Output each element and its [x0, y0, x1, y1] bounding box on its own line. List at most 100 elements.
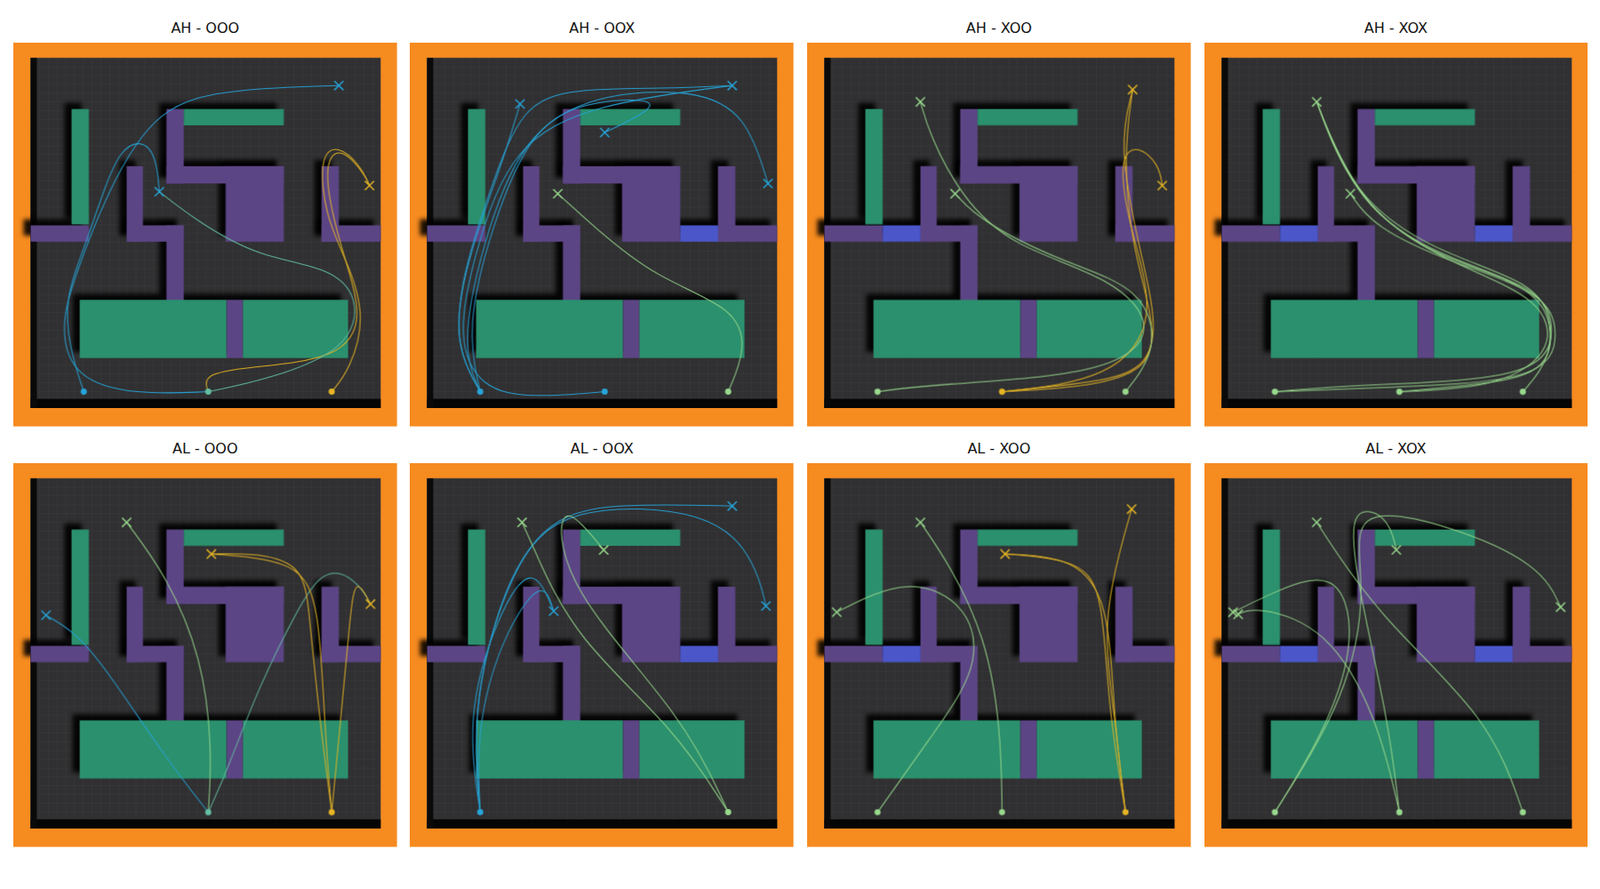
trajectory-line: [1001, 89, 1153, 392]
goal-marker: [154, 187, 164, 197]
obstacle-block: [580, 529, 680, 546]
obstacle-block: [427, 225, 486, 242]
map-panel: AL - OOO: [13, 463, 398, 848]
trajectories: [64, 80, 374, 395]
obstacle-block: [1020, 299, 1037, 358]
trajectory-line: [1107, 509, 1133, 813]
goal-marker: [206, 549, 216, 559]
obstacle-block: [427, 646, 486, 663]
trajectory-line: [159, 192, 355, 392]
trajectory-line: [558, 193, 743, 392]
trajectory-line: [479, 591, 554, 813]
map-plot: [1204, 463, 1589, 848]
arena-floor: [1221, 478, 1572, 829]
obstacle-block: [1036, 299, 1142, 358]
trajectories: [40, 518, 375, 816]
trajectory-line: [459, 85, 733, 392]
obstacle-block: [321, 225, 382, 242]
obstacle-block: [1416, 299, 1433, 358]
obstacle-block: [1270, 720, 1417, 778]
map-panel: AL - XOO: [807, 463, 1192, 848]
trajectories: [459, 80, 774, 396]
start-dot: [1395, 388, 1402, 395]
floor-grid: [1221, 478, 1572, 829]
trajectory-line: [1237, 609, 1399, 812]
orange-frame: [807, 463, 1192, 848]
obstacle-block: [476, 299, 624, 358]
goal-marker: [1128, 85, 1137, 95]
obstacle-block: [184, 529, 284, 546]
start-dot: [601, 388, 608, 395]
obstacle-block: [824, 646, 883, 663]
trajectories: [1228, 512, 1566, 816]
closed-door: [680, 646, 719, 663]
map-panel: AH - XOX: [1204, 42, 1589, 427]
obstacle-block: [622, 586, 680, 663]
obstacle-block: [977, 109, 1078, 126]
obstacle-block: [80, 720, 227, 778]
map-plot: [1204, 42, 1589, 427]
goal-marker: [1232, 609, 1242, 619]
map-plot: [409, 42, 794, 427]
obstacle-block: [563, 646, 582, 722]
closed-door: [1280, 225, 1318, 242]
closed-door: [882, 225, 920, 242]
panel-title: AH - OOO: [0, 19, 416, 38]
trajectory-line: [211, 553, 332, 812]
goal-marker: [728, 501, 737, 511]
obstacle-block: [1416, 720, 1433, 778]
map-panel: AL - OOX: [409, 463, 794, 848]
start-dot: [999, 388, 1006, 395]
wall-shadow: [1221, 399, 1572, 408]
arena-floor: [824, 478, 1176, 829]
obstacle-block: [1115, 225, 1176, 242]
goal-marker: [600, 128, 610, 137]
obstacle-block: [225, 586, 284, 663]
wall-shadow: [824, 399, 1176, 408]
trajectory-line: [1316, 102, 1550, 392]
goal-marker: [121, 518, 131, 528]
trajectory-line: [877, 102, 1144, 392]
obstacle-block: [960, 646, 978, 722]
obstacle-block: [166, 225, 184, 302]
obstacle-block: [184, 109, 284, 126]
start-dot: [999, 808, 1006, 816]
wall-shadow: [30, 819, 381, 829]
obstacle-block: [1262, 109, 1280, 225]
goal-marker: [915, 97, 925, 107]
obstacle-block: [1374, 109, 1474, 126]
wall-shadow: [427, 819, 778, 829]
obstacle-block: [1115, 646, 1176, 663]
obstacle-block: [242, 299, 348, 358]
floor-grid: [427, 57, 778, 408]
trajectory-line: [1274, 102, 1552, 392]
obstacle-block: [468, 529, 487, 646]
obstacle-block: [1357, 646, 1376, 722]
trajectory-line: [46, 615, 209, 813]
obstacle-block: [718, 646, 778, 663]
arena-floor: [30, 57, 381, 408]
arena-floor: [824, 57, 1176, 408]
trajectory-line: [1352, 512, 1400, 813]
orange-frame: [1204, 463, 1589, 848]
trajectory-line: [1316, 102, 1551, 392]
goal-marker: [1127, 504, 1136, 514]
orange-frame: [1204, 42, 1589, 427]
floor-grid: [30, 478, 381, 829]
closed-door: [1280, 646, 1318, 663]
start-dot: [328, 388, 336, 395]
obstacle-block: [873, 299, 1021, 358]
start-dot: [1271, 808, 1278, 816]
start-dot: [725, 388, 732, 395]
trajectory-line: [67, 144, 160, 392]
panel-title: AL - OOX: [392, 440, 812, 458]
floor-grid: [1221, 57, 1572, 408]
map-panel: AL - XOX: [1204, 463, 1589, 848]
floor-grid: [427, 478, 778, 829]
floor-grid: [30, 57, 381, 408]
obstacle-block: [864, 109, 883, 225]
goal-marker: [763, 178, 773, 188]
panel-title: AH - XOO: [789, 19, 1209, 38]
obstacles: [30, 109, 381, 359]
